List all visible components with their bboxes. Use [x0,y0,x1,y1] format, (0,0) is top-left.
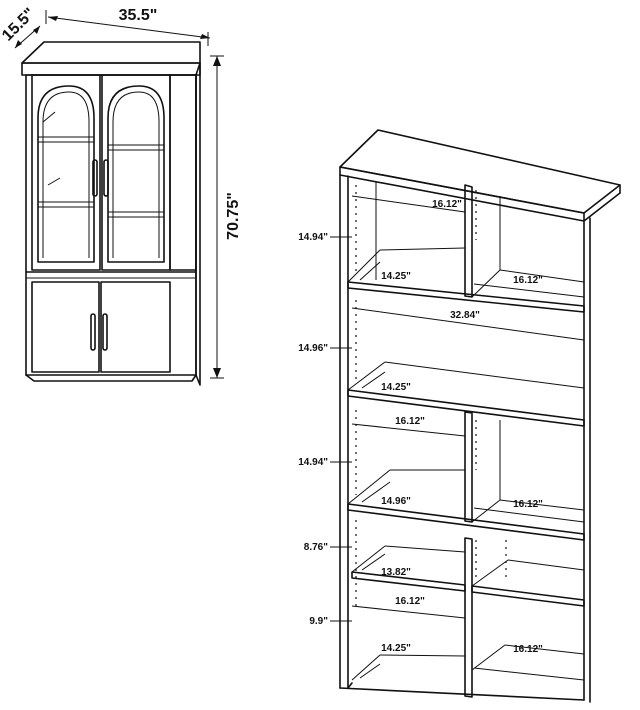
shelf-1 [347,281,585,313]
dim-row5-left-front: 14.25" [381,643,411,654]
dim-row2-full: 32.84" [450,310,480,321]
cabinet-side [195,62,201,386]
open-bookcase [339,129,621,703]
shelf-2 [347,389,585,427]
bookcase-dimensions: 16.12" 14.25" 16.12" 32.84" 14.25" 16.12… [298,195,585,681]
lower-left-handle [90,313,96,351]
cabinet-dimensions: 35.5" 15.5" 70.75" [0,5,242,379]
divider-middle [464,411,473,523]
glass-door-cabinet [21,41,201,386]
cabinet-base [25,374,197,382]
height-row3: 14.94" [298,457,328,468]
dim-row1-right-front: 16.12" [513,275,543,286]
dim-row3-back: 16.12" [395,416,425,427]
left-glass-door [31,74,101,271]
dim-row2-front: 14.25" [381,382,411,393]
height-row2: 14.96" [298,343,328,354]
shelf-3 [347,503,585,541]
lower-right-handle [102,313,108,351]
dim-row4-front: 13.82" [381,567,411,578]
cabinet-height-label: 70.75" [225,192,242,240]
dim-row5-back: 16.12" [395,596,425,607]
dim-row3-right-front: 16.12" [513,499,543,510]
lower-right-door [100,281,171,373]
divider-bottom [464,537,473,698]
cabinet-top [21,41,201,64]
left-door-handle [92,159,98,197]
dim-row3-left-front: 14.96" [381,496,411,507]
height-row1: 14.94" [298,232,328,243]
height-row4: 8.76" [304,542,328,553]
cabinet-width-label: 35.5" [119,7,158,24]
small-shelf-left [351,571,466,592]
dim-row1-left-front: 14.25" [381,271,411,282]
lower-left-door [31,281,100,373]
cabinet-depth-label: 15.5" [0,5,39,44]
divider-top [464,184,473,298]
dim-row1-back: 16.12" [432,199,462,210]
small-shelf-right [471,585,585,607]
height-row5: 9.9" [309,616,328,627]
dim-row5-right-front: 16.12" [513,644,543,655]
right-door-handle [103,159,109,197]
cabinet-top-front [21,62,201,76]
right-glass-door [101,74,171,271]
